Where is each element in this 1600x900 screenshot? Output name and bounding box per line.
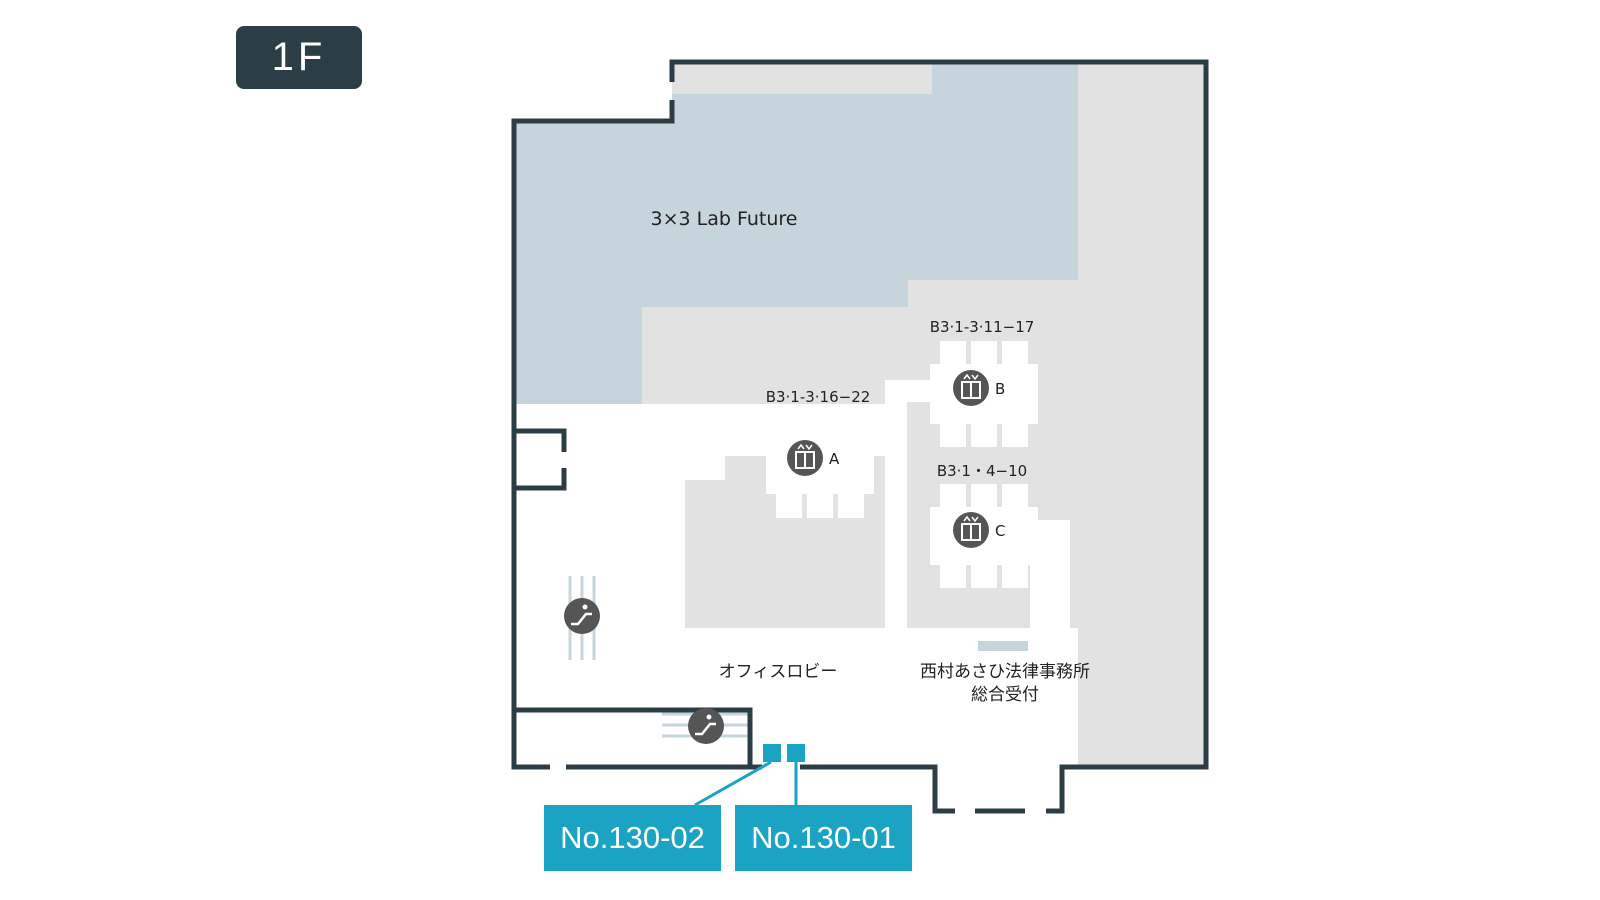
elevator-bank-label-c: B3·1・4−10 [937, 462, 1027, 480]
corridor [885, 380, 930, 402]
leader-line [694, 760, 772, 807]
location-marker-130-01[interactable] [787, 744, 805, 762]
location-marker-130-02[interactable] [763, 744, 781, 762]
lab-label: 3×3 Lab Future [651, 208, 798, 230]
elevator-letter-b: B [995, 380, 1005, 398]
corridor [885, 380, 907, 628]
elevator-icon [787, 440, 823, 476]
floor-label: 1F [236, 26, 362, 89]
reception-label-line2: 総合受付 [971, 685, 1039, 705]
escalator-icon [688, 708, 724, 744]
east-area [1078, 64, 1206, 765]
elevator-letter-a: A [829, 450, 840, 468]
elevator-hall-a [766, 410, 874, 518]
lobby-label: オフィスロビー [719, 662, 838, 682]
elevator-bank-label-a: B3·1-3·16−22 [766, 388, 871, 406]
elevator-bank-label-b: B3·1-3·11−17 [930, 318, 1035, 336]
outer-walls [511, 59, 1209, 814]
elevator-letter-c: C [995, 522, 1005, 540]
elevator-hall-b [930, 341, 1038, 447]
corridor [1030, 520, 1070, 540]
reception-desk [978, 641, 1028, 651]
reception-label-line1: 西村あさひ法律事務所 [920, 662, 1090, 682]
escalator-icon [564, 598, 600, 634]
elevator-icon [953, 512, 989, 548]
elevator-icon [953, 370, 989, 406]
location-tag-130-02[interactable]: No.130-02 [544, 805, 721, 871]
location-tag-130-01[interactable]: No.130-01 [735, 805, 912, 871]
lab-area [515, 64, 1078, 404]
corridor [685, 456, 725, 480]
